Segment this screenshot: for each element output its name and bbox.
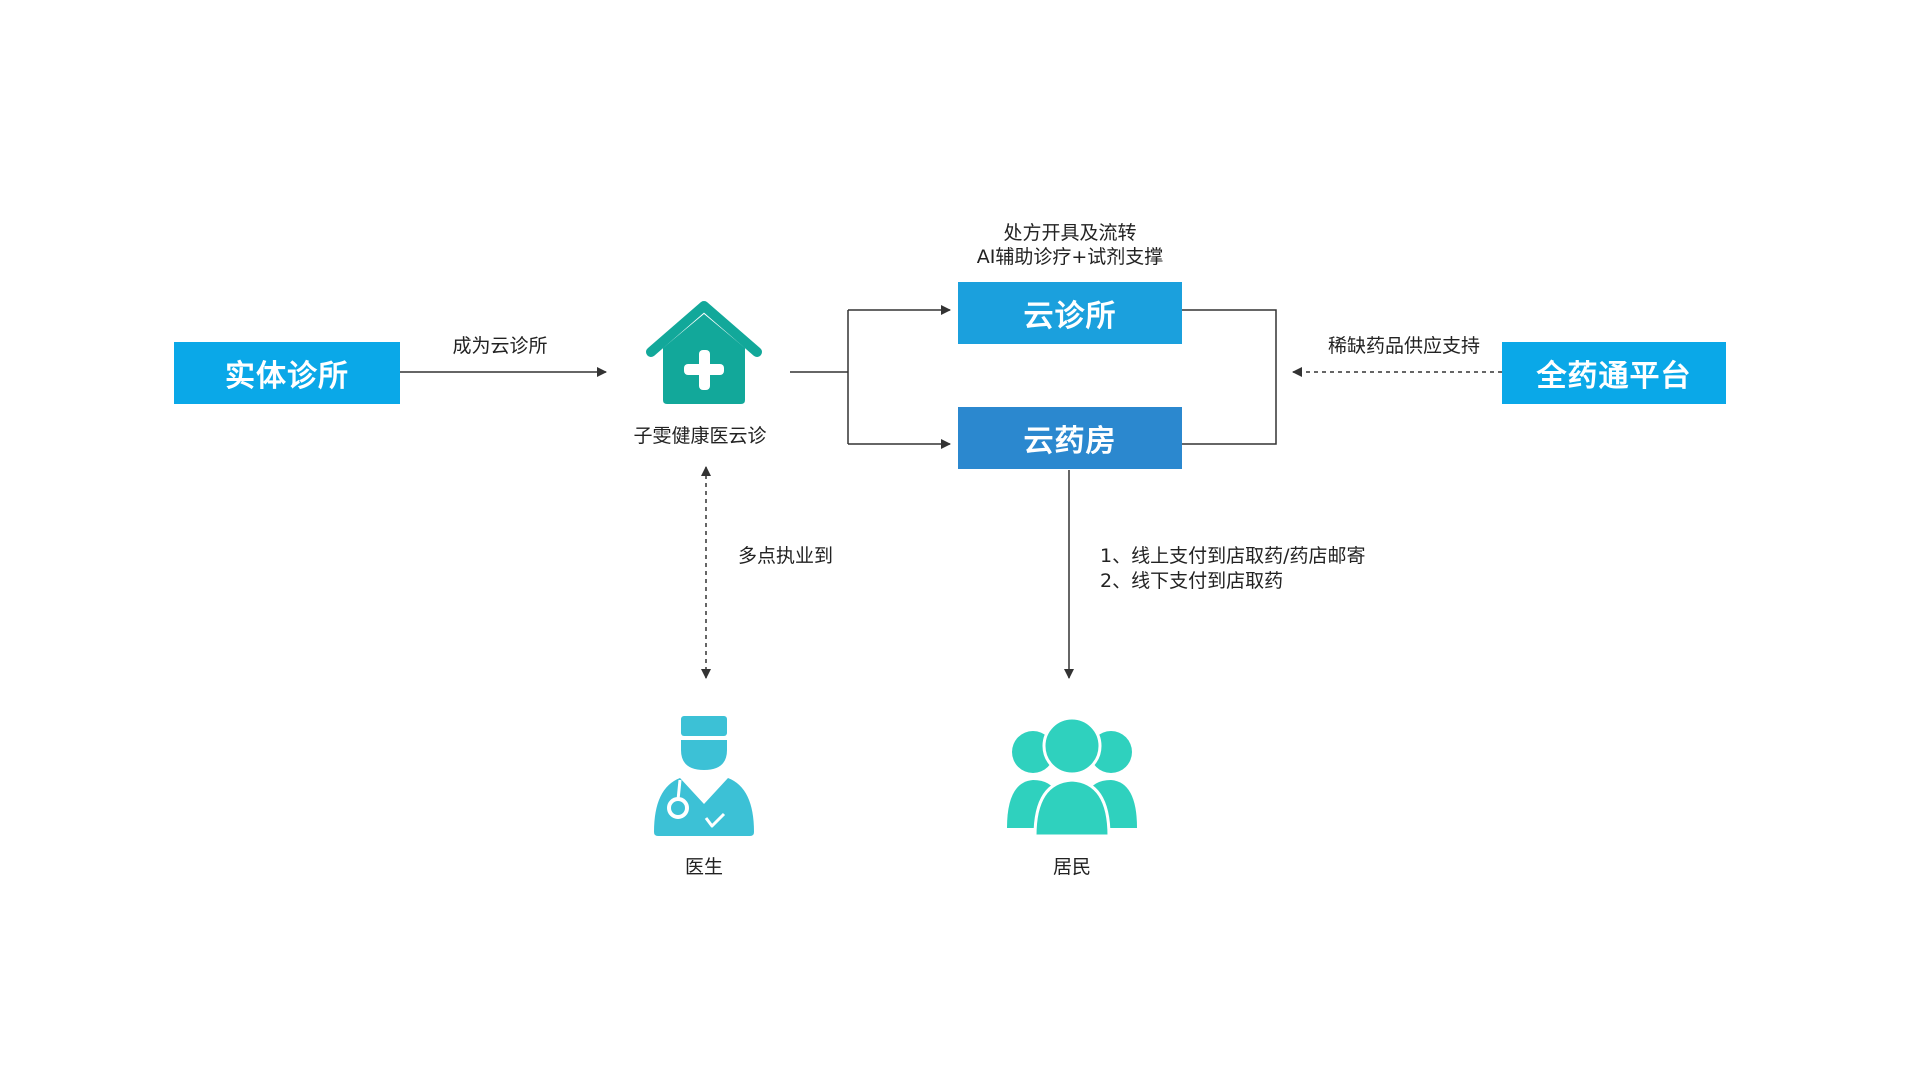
residents-label: 居民 — [1052, 856, 1091, 878]
right-bracket — [1182, 309, 1277, 445]
physical-clinic-box: 实体诊所 — [174, 342, 400, 404]
physical-clinic-label: 实体诊所 — [225, 359, 349, 394]
quanyaotong-platform-box: 全药通平台 — [1502, 342, 1726, 404]
become-cloud-clinic-label: 成为云诊所 — [452, 335, 548, 357]
cloud-clinic-box: 云诊所 — [958, 282, 1182, 344]
quanyaotong-platform-label: 全药通平台 — [1536, 359, 1692, 394]
cloud-clinic-label: 云诊所 — [1023, 299, 1117, 334]
platform-center-label: 子雯健康医云诊 — [633, 425, 767, 447]
cloud-pharmacy-box: 云药房 — [958, 407, 1182, 469]
pickup-option-2: 2、线下支付到店取药 — [1100, 570, 1284, 592]
prescription-line-1: 处方开具及流转 — [1003, 222, 1137, 244]
prescription-line-2: AI辅助诊疗+试剂支撑 — [976, 246, 1164, 268]
doctor-label: 医生 — [684, 856, 723, 878]
doctor-icon — [652, 714, 756, 838]
rare-drug-support-label: 稀缺药品供应支持 — [1328, 335, 1481, 357]
cloud-pharmacy-label: 云药房 — [1023, 424, 1117, 459]
pickup-option-1: 1、线上支付到店取药/药店邮寄 — [1100, 545, 1366, 567]
multi-site-practice-label: 多点执业到 — [738, 545, 834, 567]
medical-house-icon — [645, 300, 763, 406]
residents-group-icon — [1007, 716, 1137, 838]
